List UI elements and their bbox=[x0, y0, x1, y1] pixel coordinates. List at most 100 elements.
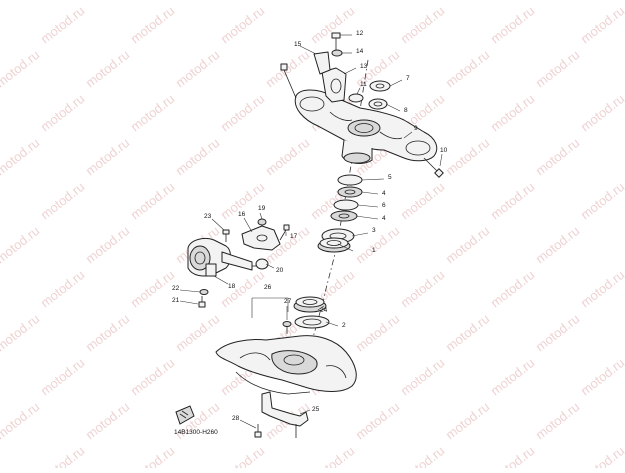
washer-22 bbox=[199, 289, 209, 295]
bolt-17 bbox=[279, 224, 290, 241]
watermark-text: motod.ru bbox=[443, 223, 493, 266]
watermark-text: motod.ru bbox=[218, 443, 268, 468]
watermark-text: motod.ru bbox=[128, 355, 178, 398]
watermark-text: motod.ru bbox=[578, 179, 625, 222]
watermark-text: motod.ru bbox=[0, 223, 42, 266]
washer-4a bbox=[337, 186, 363, 198]
leader-line-7 bbox=[389, 79, 403, 87]
callout-numbers: 1234456789101112131415161718192021222324… bbox=[172, 30, 448, 422]
watermark-text: motod.ru bbox=[83, 311, 133, 354]
watermark-text: motod.ru bbox=[488, 443, 538, 468]
callout-3: 3 bbox=[372, 227, 376, 234]
bearing-24 bbox=[293, 296, 327, 313]
washer-4b bbox=[330, 210, 358, 222]
watermark-text: motod.ru bbox=[578, 3, 625, 46]
watermark-text: motod.ru bbox=[38, 3, 88, 46]
label-tag-icon bbox=[175, 405, 195, 425]
callout-5: 5 bbox=[388, 174, 392, 181]
callout-15: 15 bbox=[294, 41, 302, 48]
lever-16 bbox=[241, 225, 281, 251]
under-bracket bbox=[215, 335, 357, 395]
plate-15 bbox=[313, 51, 331, 75]
watermark-text: motod.ru bbox=[0, 135, 42, 178]
leader-line-13 bbox=[343, 67, 357, 75]
watermark-text: motod.ru bbox=[398, 3, 448, 46]
callout-14: 14 bbox=[356, 48, 364, 55]
watermark-text: motod.ru bbox=[173, 0, 223, 2]
watermark-text: motod.ru bbox=[578, 443, 625, 468]
watermark-text: motod.ru bbox=[128, 267, 178, 310]
callout-16: 16 bbox=[238, 211, 246, 218]
callout-23: 23 bbox=[204, 213, 212, 220]
callout-8: 8 bbox=[404, 107, 408, 114]
leader-line-15 bbox=[299, 45, 317, 55]
watermark-text: motod.ru bbox=[83, 135, 133, 178]
watermark-text: motod.ru bbox=[263, 0, 313, 2]
watermark-text: motod.ru bbox=[578, 267, 625, 310]
seal-2 bbox=[294, 315, 330, 329]
leader-line-28 bbox=[239, 419, 257, 429]
bolt-28 bbox=[254, 424, 262, 438]
watermark-text: motod.ru bbox=[533, 135, 583, 178]
leader-line-5 bbox=[361, 178, 385, 181]
watermark-text: motod.ru bbox=[38, 443, 88, 468]
washer-7 bbox=[369, 80, 391, 92]
watermark-text: motod.ru bbox=[218, 267, 268, 310]
leader-line-16 bbox=[243, 217, 253, 233]
damper-body-18 bbox=[187, 237, 253, 277]
leader-line-10 bbox=[439, 153, 443, 167]
watermark-text: motod.ru bbox=[83, 0, 133, 2]
callout-22: 22 bbox=[172, 285, 180, 292]
holder-13 bbox=[321, 67, 347, 103]
leader-line-8 bbox=[385, 103, 401, 112]
nut-8 bbox=[368, 98, 388, 110]
watermark-text: motod.ru bbox=[533, 399, 583, 442]
callout-9: 9 bbox=[414, 125, 418, 132]
leader-line-21 bbox=[179, 300, 199, 305]
bolt-left bbox=[280, 63, 297, 99]
watermark-text: motod.ru bbox=[443, 47, 493, 90]
leader-line-18 bbox=[213, 275, 229, 285]
watermark-text: motod.ru bbox=[128, 91, 178, 134]
watermark-text: motod.ru bbox=[353, 399, 403, 442]
callout-20: 20 bbox=[276, 267, 284, 274]
watermark-text: motod.ru bbox=[533, 311, 583, 354]
watermark-text: motod.ru bbox=[38, 179, 88, 222]
leader-line-3 bbox=[351, 232, 369, 237]
callout-24: 24 bbox=[320, 307, 328, 314]
watermark-text: motod.ru bbox=[578, 91, 625, 134]
callout-13: 13 bbox=[360, 63, 368, 70]
watermark-text: motod.ru bbox=[0, 0, 42, 2]
watermark-text: motod.ru bbox=[533, 223, 583, 266]
watermark-text: motod.ru bbox=[38, 267, 88, 310]
watermark-text: motod.ru bbox=[128, 179, 178, 222]
callout-21: 21 bbox=[172, 297, 180, 304]
collar-14 bbox=[331, 49, 343, 57]
watermark-text: motod.ru bbox=[218, 91, 268, 134]
callout-4: 4 bbox=[382, 190, 386, 197]
leader-line-19 bbox=[259, 212, 263, 220]
leader-line-9 bbox=[403, 131, 413, 139]
collar-19 bbox=[257, 218, 267, 226]
watermark-text: motod.ru bbox=[488, 267, 538, 310]
watermark-text: motod.ru bbox=[308, 3, 358, 46]
damper-11 bbox=[348, 93, 364, 103]
callout-19: 19 bbox=[258, 205, 266, 212]
watermark-text: motod.ru bbox=[533, 0, 583, 2]
watermark-text: motod.ru bbox=[263, 135, 313, 178]
callout-12: 12 bbox=[356, 30, 364, 37]
bolt-12 bbox=[331, 32, 341, 50]
leader-line-24 bbox=[317, 305, 325, 311]
leader-line-23 bbox=[211, 218, 225, 231]
watermark-text: motod.ru bbox=[83, 223, 133, 266]
watermark-text: motod.ru bbox=[488, 3, 538, 46]
leader-line-6 bbox=[357, 204, 379, 208]
watermark-text: motod.ru bbox=[128, 3, 178, 46]
callout-1: 1 bbox=[372, 247, 376, 254]
bolt-27 bbox=[282, 321, 292, 334]
leader-line-22 bbox=[179, 289, 201, 293]
watermark-text: motod.ru bbox=[38, 355, 88, 398]
callout-26: 26 bbox=[264, 284, 272, 291]
watermark-text: motod.ru bbox=[218, 3, 268, 46]
